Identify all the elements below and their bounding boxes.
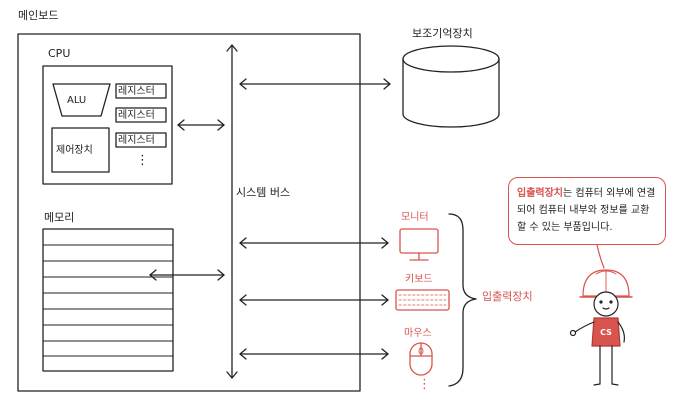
monitor-label: 모니터 xyxy=(401,212,429,223)
mascot-illustration xyxy=(569,244,633,386)
control-unit-box xyxy=(51,127,110,173)
cpu-bus-arrow xyxy=(177,119,225,131)
system-bus-label: 시스템 버스 xyxy=(236,186,291,199)
speech-bubble: 입출력장치는 컴퓨터 외부에 연결되어 컴퓨터 내부와 정보를 교환할 수 있는… xyxy=(508,177,666,245)
register-box-3 xyxy=(115,132,167,148)
system-bus-line xyxy=(226,44,238,379)
alu-label: ALU xyxy=(67,95,87,106)
alu-shape xyxy=(52,83,111,117)
mouse-icon xyxy=(409,342,433,376)
mainboard-label: 메인보드 xyxy=(18,9,59,22)
keyboard-bus-arrow xyxy=(239,294,389,306)
register-label-3: 레지스터 xyxy=(118,135,155,146)
memory-box xyxy=(42,228,174,372)
disk-icon xyxy=(402,45,500,128)
monitor-bus-arrow xyxy=(239,237,389,249)
mainboard-box xyxy=(17,33,361,392)
keyboard-label: 키보드 xyxy=(405,274,433,285)
register-label-2: 레지스터 xyxy=(118,110,155,121)
mascot-badge: CS xyxy=(600,328,612,337)
register-box-1 xyxy=(115,83,167,99)
memory-bus-arrow xyxy=(149,269,225,281)
register-label-1: 레지스터 xyxy=(118,86,155,97)
monitor-icon xyxy=(399,228,439,261)
bubble-highlight: 입출력장치 xyxy=(517,188,563,199)
storage-bus-arrow xyxy=(239,78,391,90)
memory-label: 메모리 xyxy=(44,211,75,224)
bubble-text: 는 컴퓨터 외부에 연결되어 컴퓨터 내부와 정보를 교환할 수 있는 부품입니… xyxy=(517,188,656,233)
memory-cell-lines xyxy=(42,244,174,357)
control-unit-label: 제어장치 xyxy=(56,145,93,156)
io-brace xyxy=(448,213,477,387)
keyboard-icon xyxy=(395,289,450,311)
secondary-storage-label: 보조기억장치 xyxy=(412,27,473,40)
register-ellipsis: ⋮ xyxy=(136,153,149,168)
mouse-bus-arrow xyxy=(239,348,389,360)
cpu-box xyxy=(42,65,173,185)
register-box-2 xyxy=(115,107,167,123)
cpu-label: CPU xyxy=(48,47,71,60)
io-ellipsis: ⋮ xyxy=(418,377,431,392)
mouse-label: 마우스 xyxy=(404,328,432,339)
io-devices-label: 입출력장치 xyxy=(482,290,533,303)
